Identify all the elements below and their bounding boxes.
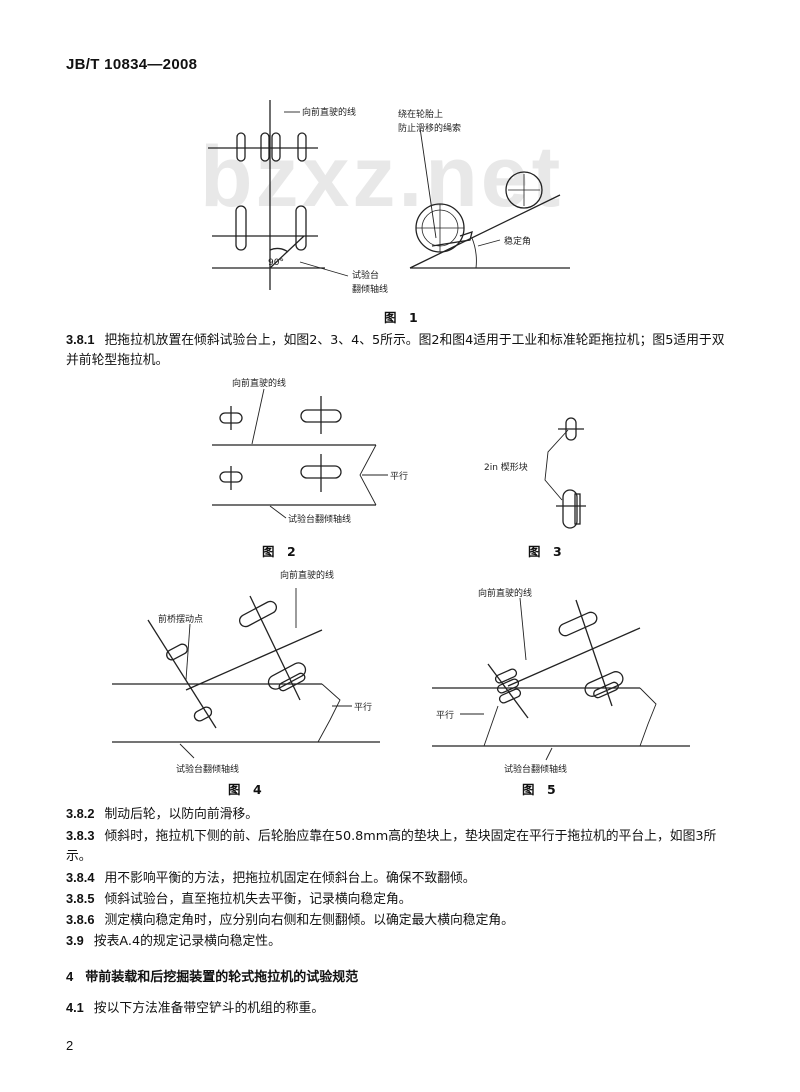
figure-2-caption: 图 2 [262, 544, 296, 559]
rope-block [431, 231, 473, 247]
fig5-forward-label: 向前直驶的线 [478, 587, 532, 599]
fig1-axis-label-1: 试验台 [352, 269, 379, 281]
fig3-block-label: 2in 楔形块 [484, 461, 528, 473]
fig1-forward-label: 向前直驶的线 [302, 106, 356, 118]
clause-number: 4.1 [66, 1000, 84, 1015]
figure-3-caption: 图 3 [528, 544, 562, 559]
clause-text: 按以下方法准备带空铲斗的机组的称重。 [93, 1001, 325, 1016]
figure-5-caption: 图 5 [522, 782, 556, 797]
fig4-pivot-label: 前桥摆动点 [158, 613, 203, 625]
section-number: 4 [66, 969, 74, 984]
figure-1-right: 绕在轮胎上 防止滑移的绳索 稳定角 [398, 108, 570, 269]
fig2-forward-label: 向前直驶的线 [232, 377, 286, 389]
fig1-rope-label-2: 防止滑移的绳索 [398, 122, 461, 134]
figure-2: 向前直驶的线 平行 试验台翻倾轴线 [212, 377, 408, 525]
watermark: bzxz.net [200, 129, 564, 225]
fig2-parallel-label: 平行 [390, 470, 408, 482]
fig4-forward-label: 向前直驶的线 [280, 569, 334, 581]
fig1-angle-label: 90° [268, 258, 284, 268]
fig1-stability-label: 稳定角 [504, 235, 531, 247]
tilt-platform [409, 194, 561, 269]
tire-rear-right [295, 205, 307, 251]
tire-rear-left [235, 205, 247, 251]
fig5-axis-label: 试验台翻倾轴线 [504, 763, 567, 775]
clause-3-9: 3.9 按表A.4的规定记录横向稳定性。 [66, 931, 736, 952]
clause-text: 制动后轮，以防向前滑移。 [104, 807, 259, 822]
clause-number: 3.8.5 [66, 891, 95, 906]
clause-number: 3.8.1 [66, 332, 95, 347]
clause-number: 3.8.2 [66, 806, 95, 821]
clause-text: 把拖拉机放置在倾斜试验台上，如图2、3、4、5所示。图2和图4适用于工业和标准轮… [66, 333, 725, 368]
section-4-heading: 4 带前装载和后挖掘装置的轮式拖拉机的试验规范 [66, 966, 358, 985]
tire-front-right [297, 132, 307, 162]
clause-3-8-6: 3.8.6 测定横向稳定角时，应分别向右侧和左侧翻倾。以确定最大横向稳定角。 [66, 910, 736, 931]
figure-5: 向前直驶的线 平行 试验台翻倾轴线 [432, 587, 690, 775]
figure-4: 前桥摆动点 向前直驶的线 平行 试验台翻倾轴线 [112, 569, 380, 775]
clause-number: 3.9 [66, 933, 84, 948]
clause-text: 测定横向稳定角时，应分别向右侧和左侧翻倾。以确定最大横向稳定角。 [104, 913, 514, 928]
clause-text: 倾斜时，拖拉机下侧的前、后轮胎应靠在50.8mm高的垫块上，垫块固定在平行于拖拉… [66, 829, 717, 864]
tire-front-center-right [271, 132, 281, 162]
figure-3: 2in 楔形块 [484, 417, 586, 529]
page-number: 2 [66, 1038, 74, 1053]
section-title: 带前装载和后挖掘装置的轮式拖拉机的试验规范 [85, 970, 359, 985]
figure-1-caption: 图 1 [384, 310, 418, 325]
clause-text: 用不影响平衡的方法，把拖拉机固定在倾斜台上。确保不致翻倾。 [104, 871, 476, 886]
tire-front-center-left [260, 132, 270, 162]
fig5-parallel-label: 平行 [436, 709, 454, 721]
clause-text: 倾斜试验台，直至拖拉机失去平衡，记录横向稳定角。 [104, 892, 412, 907]
fig4-parallel-label: 平行 [354, 701, 372, 713]
document-code: JB/T 10834—2008 [66, 56, 198, 73]
clause-number: 3.8.3 [66, 828, 95, 843]
clause-4-1: 4.1 按以下方法准备带空铲斗的机组的称重。 [66, 998, 736, 1019]
fig1-axis-label-2: 翻倾轴线 [352, 283, 388, 295]
figure-4-caption: 图 4 [228, 782, 262, 797]
tire-front-left [236, 132, 246, 162]
fig2-axis-label: 试验台翻倾轴线 [288, 513, 351, 525]
clause-text: 按表A.4的规定记录横向稳定性。 [93, 934, 281, 949]
clause-number: 3.8.4 [66, 870, 95, 885]
figure-1-left: 向前直驶的线 90° 试验台 翻倾轴线 [208, 100, 388, 295]
upper-wheel [505, 171, 543, 209]
clause-3-8-5: 3.8.5 倾斜试验台，直至拖拉机失去平衡，记录横向稳定角。 [66, 889, 736, 910]
fig1-rope-label-1: 绕在轮胎上 [398, 108, 443, 120]
clause-number: 3.8.6 [66, 912, 95, 927]
clause-3-8-2: 3.8.2 制动后轮，以防向前滑移。 [66, 804, 736, 825]
fig4-axis-label: 试验台翻倾轴线 [176, 763, 239, 775]
clause-3-8-4: 3.8.4 用不影响平衡的方法，把拖拉机固定在倾斜台上。确保不致翻倾。 [66, 868, 736, 889]
